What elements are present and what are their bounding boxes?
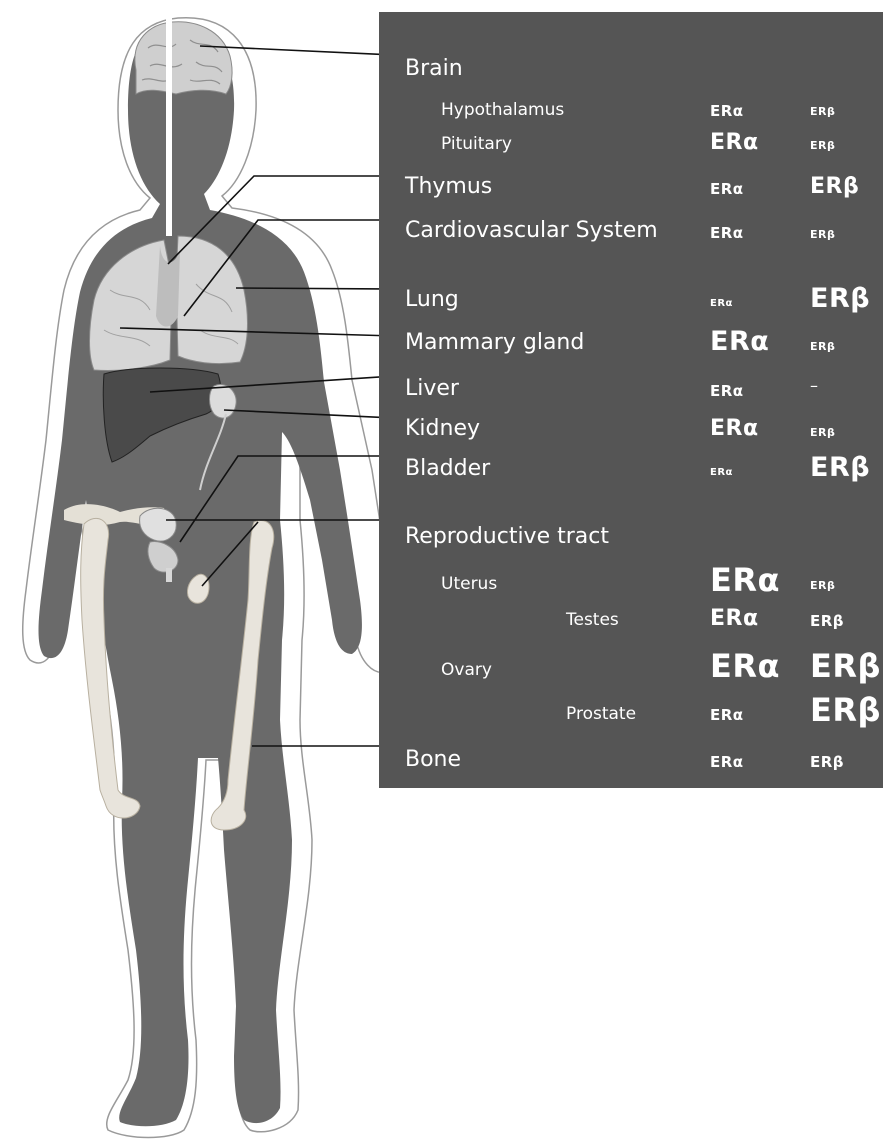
er-beta-value: ERβ [810,691,881,729]
er-alpha-value: ERα [710,647,780,685]
leader-lung [236,288,395,289]
tissue-label: Pituitary [441,134,512,154]
er-alpha-value: ERα [710,326,769,357]
tissue-label: Thymus [405,174,492,199]
tissue-label: Ovary [441,660,492,680]
er-alpha-value: ERα [710,102,744,120]
er-alpha-value: ERα [710,561,780,599]
er-beta-value: – [810,376,818,395]
head-split [166,14,172,236]
er-beta-value: ERβ [810,139,835,152]
er-beta-value: ERβ [810,452,870,483]
er-beta-value: ERβ [810,228,835,241]
tissue-label: Hypothalamus [441,100,564,120]
er-alpha-value: ERα [710,606,759,631]
er-alpha-value: ERα [710,224,744,242]
er-alpha-value: ERα [710,382,744,400]
er-alpha-value: ERα [710,416,759,441]
tissue-label: Kidney [405,416,480,441]
tissue-label: Cardiovascular System [405,218,658,243]
er-beta-value: ERβ [810,174,859,199]
tissue-label: Mammary gland [405,330,584,355]
er-alpha-value: ERα [710,298,733,309]
er-beta-value: ERβ [810,579,835,592]
tissue-label: Lung [405,287,459,312]
tissue-label: Brain [405,56,463,81]
tissue-label: Liver [405,376,459,401]
er-beta-value: ERβ [810,105,835,118]
tissue-label: Testes [566,610,619,630]
er-alpha-value: ERα [710,180,744,198]
er-beta-value: ERβ [810,426,835,439]
er-beta-value: ERβ [810,340,835,353]
er-beta-value: ERβ [810,647,881,685]
er-beta-value: ERβ [810,283,870,314]
tissue-label: Bone [405,747,461,772]
er-beta-value: ERβ [810,612,844,630]
tissue-label: Prostate [566,704,636,724]
tissue-label: Reproductive tract [405,524,609,549]
er-alpha-value: ERα [710,130,759,155]
er-alpha-value: ERα [710,706,744,724]
tissue-label: Bladder [405,456,490,481]
er-beta-value: ERβ [810,753,844,771]
expression-panel: BrainHypothalamusERαERβPituitaryERαERβTh… [379,12,883,788]
er-alpha-value: ERα [710,467,733,478]
tissue-label: Uterus [441,574,497,594]
er-alpha-value: ERα [710,753,744,771]
